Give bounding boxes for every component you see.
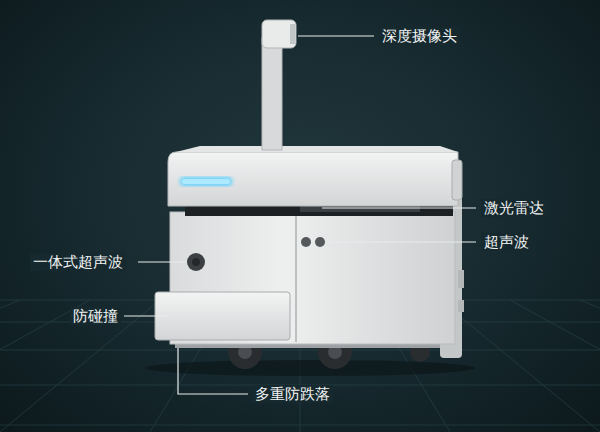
part-label: 深度摄像头	[379, 27, 460, 45]
part-label: 超声波	[481, 233, 532, 251]
part-label: 防碰撞	[70, 307, 121, 325]
part-label: 一体式超声波	[30, 253, 126, 271]
part-label: 激光雷达	[481, 199, 547, 217]
part-label: 多重防跌落	[252, 385, 333, 403]
robot	[145, 20, 475, 376]
leader-lines	[124, 36, 476, 394]
